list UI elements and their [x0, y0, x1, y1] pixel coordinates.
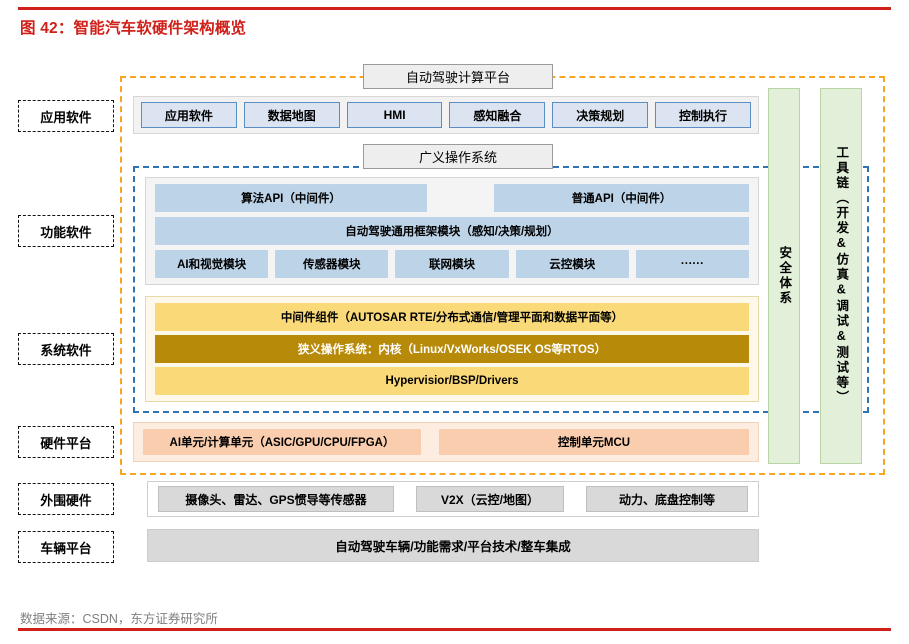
- sys-bar-hypervisor[interactable]: Hypervisior/BSP/Drivers: [155, 367, 749, 395]
- func-cell-general-api[interactable]: 普通API（中间件）: [494, 184, 749, 212]
- source-note: 数据来源：CSDN，东方证券研究所: [20, 612, 218, 626]
- vertical-column-safety-label: 安全体系: [777, 246, 792, 306]
- hw-cell-control-unit-mcu[interactable]: 控制单元MCU: [439, 429, 749, 455]
- axis-label-peripheral-hardware: 外围硬件: [18, 483, 114, 515]
- func-cell-cloud-module[interactable]: 云控模块: [515, 250, 629, 278]
- app-cell-control-execution[interactable]: 控制执行: [655, 102, 751, 128]
- functional-software-panel: 算法API（中间件） 普通API（中间件） 自动驾驶通用框架模块（感知/决策/规…: [145, 177, 759, 285]
- func-cell-ellipsis: ······: [635, 250, 750, 278]
- top-rule: [18, 7, 891, 10]
- func-cell-algorithm-api[interactable]: 算法API（中间件）: [155, 184, 427, 212]
- app-cell-data-map[interactable]: 数据地图: [243, 102, 340, 128]
- vertical-column-safety-system[interactable]: 安全体系: [768, 88, 800, 464]
- application-software-band: 应用软件 数据地图 HMI 感知融合 决策规划 控制执行: [133, 96, 759, 134]
- periph-cell-sensors[interactable]: 摄像头、雷达、GPS惯导等传感器: [158, 486, 394, 512]
- axis-label-functional-software: 功能软件: [18, 215, 114, 247]
- sys-bar-middleware[interactable]: 中间件组件（AUTOSAR RTE/分布式通信/管理平面和数据平面等）: [155, 303, 749, 331]
- axis-label-hardware-platform: 硬件平台: [18, 426, 114, 458]
- hardware-platform-panel: AI单元/计算单元（ASIC/GPU/CPU/FPGA） 控制单元MCU: [133, 422, 759, 462]
- vertical-column-toolchain-label: 工具链（开发&仿真&调试&测试等）: [834, 146, 849, 406]
- chip-compute-platform: 自动驾驶计算平台: [363, 64, 553, 89]
- axis-label-system-software: 系统软件: [18, 333, 114, 365]
- peripheral-hardware-panel: 摄像头、雷达、GPS惯导等传感器 V2X（云控/地图） 动力、底盘控制等: [147, 481, 759, 517]
- func-cell-general-framework[interactable]: 自动驾驶通用框架模块（感知/决策/规划）: [155, 217, 749, 245]
- bottom-rule: [18, 628, 891, 631]
- func-cell-ai-vision-module[interactable]: AI和视觉模块: [155, 250, 269, 278]
- vehicle-platform-bar[interactable]: 自动驾驶车辆/功能需求/平台技术/整车集成: [147, 529, 759, 562]
- chip-generalized-os: 广义操作系统: [363, 144, 553, 169]
- system-software-panel: 中间件组件（AUTOSAR RTE/分布式通信/管理平面和数据平面等） 狭义操作…: [145, 296, 759, 402]
- functional-framework-row: 自动驾驶通用框架模块（感知/决策/规划）: [155, 217, 749, 245]
- app-cell-perception-fusion[interactable]: 感知融合: [449, 102, 546, 128]
- sys-bar-os-kernel[interactable]: 狭义操作系统：内核（Linux/VxWorks/OSEK OS等RTOS）: [155, 335, 749, 363]
- page-title: 图 42：智能汽车软硬件架构概览: [20, 20, 247, 37]
- func-cell-sensor-module[interactable]: 传感器模块: [275, 250, 389, 278]
- periph-cell-v2x[interactable]: V2X（云控/地图）: [416, 486, 564, 512]
- hw-cell-ai-compute-unit[interactable]: AI单元/计算单元（ASIC/GPU/CPU/FPGA）: [143, 429, 421, 455]
- app-cell-hmi[interactable]: HMI: [346, 102, 443, 128]
- app-cell-decision-planning[interactable]: 决策规划: [552, 102, 649, 128]
- axis-label-vehicle-platform: 车辆平台: [18, 531, 114, 563]
- functional-modules-row: AI和视觉模块 传感器模块 联网模块 云控模块 ······: [155, 250, 750, 278]
- periph-cell-powertrain[interactable]: 动力、底盘控制等: [586, 486, 748, 512]
- func-cell-network-module[interactable]: 联网模块: [395, 250, 509, 278]
- app-cell-application-software[interactable]: 应用软件: [141, 102, 237, 128]
- axis-label-application-software: 应用软件: [18, 100, 114, 132]
- vertical-column-toolchain[interactable]: 工具链（开发&仿真&调试&测试等）: [820, 88, 862, 464]
- functional-api-row: 算法API（中间件） 普通API（中间件）: [155, 184, 749, 212]
